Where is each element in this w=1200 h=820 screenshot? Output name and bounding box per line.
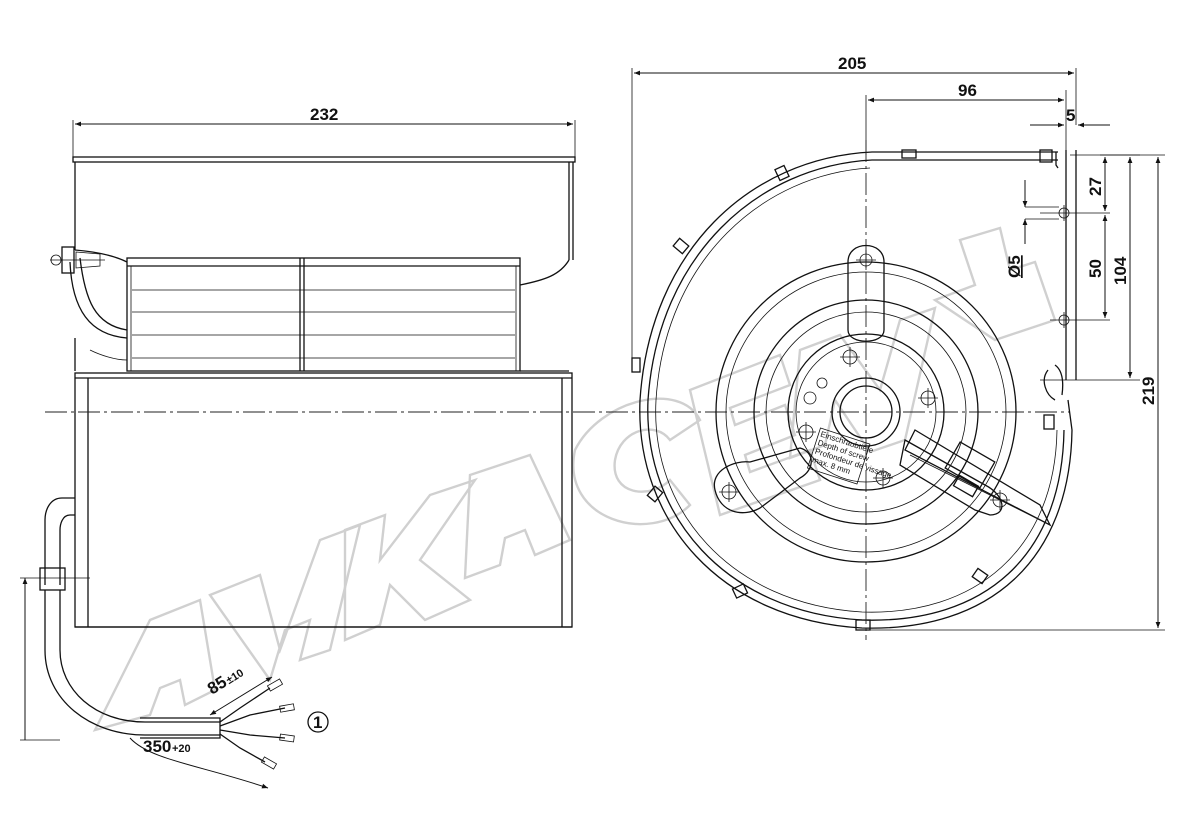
dim-strip-tolerance: ±10 <box>224 667 246 687</box>
dim-hole-spacing: 50 <box>1086 259 1105 278</box>
dim-hole-diameter: Ø5 <box>1005 255 1024 278</box>
side-view <box>20 120 576 789</box>
dim-hole-offset: 27 <box>1086 177 1105 196</box>
callout-number: 1 <box>313 713 322 732</box>
dim-outlet-height: 104 <box>1111 256 1130 285</box>
dim-side-width: 232 <box>310 105 338 124</box>
callout-circle <box>307 711 329 733</box>
front-view: Einschraubtiefe Depth of screw Profondeu… <box>631 68 1165 640</box>
watermark <box>92 226 1057 732</box>
dim-cable-tolerance: +20 <box>172 743 191 755</box>
dim-front-width: 205 <box>838 54 866 73</box>
dim-outlet-offset: 96 <box>958 81 977 100</box>
dim-flange-thickness: 5 <box>1066 106 1075 125</box>
dim-total-height: 219 <box>1139 377 1158 405</box>
screw-depth-label: Einschraubtiefe Depth of screw Profondeu… <box>806 427 893 485</box>
dim-cable-length: 350 <box>143 737 171 756</box>
